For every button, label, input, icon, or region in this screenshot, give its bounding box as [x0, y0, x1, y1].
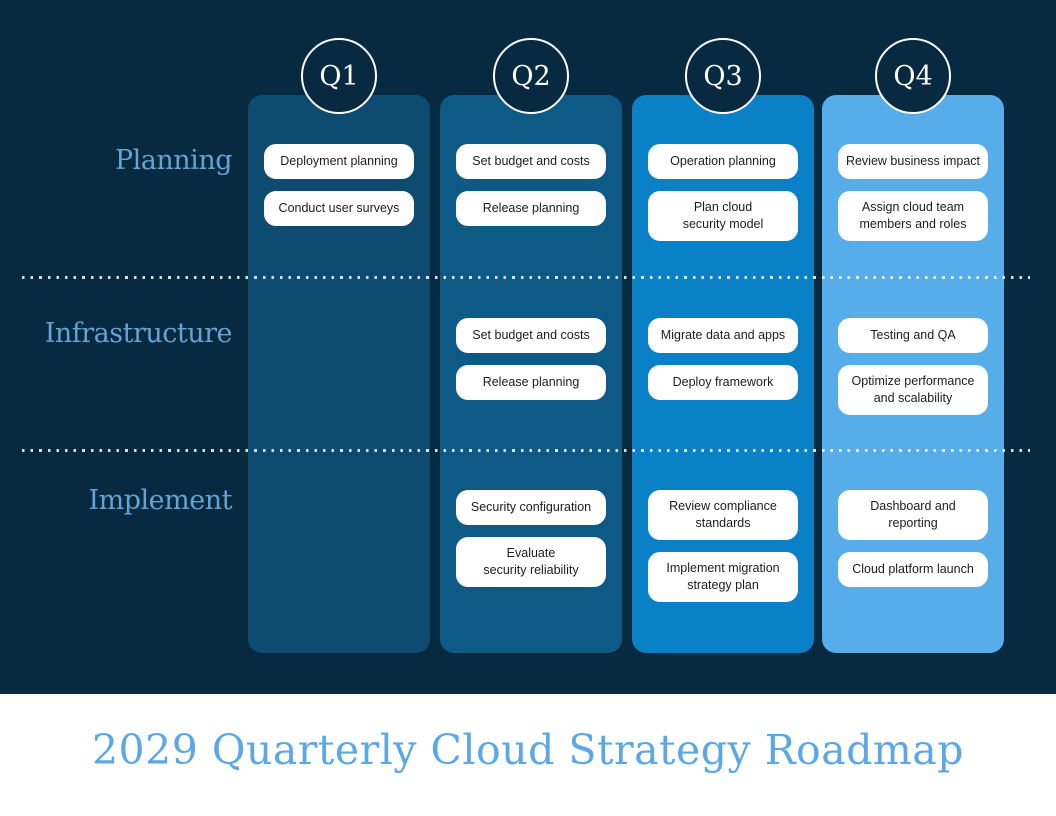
task-pill: Review business impact: [838, 144, 988, 179]
task-pill: Deploy framework: [648, 365, 798, 400]
footer-band: 2029 Quarterly Cloud Strategy Roadmap: [0, 694, 1056, 816]
page-title: 2029 Quarterly Cloud Strategy Roadmap: [91, 726, 965, 774]
task-pill: Plan cloud security model: [648, 191, 798, 241]
quarter-badge-label: Q4: [893, 60, 933, 92]
task-pill: Set budget and costs: [456, 318, 606, 353]
task-group-q4-infrastructure: Testing and QA Optimize performance and s…: [822, 318, 1004, 415]
task-pill: Evaluate security reliability: [456, 537, 606, 587]
task-pill: Testing and QA: [838, 318, 988, 353]
quarter-badge-q4: Q4: [875, 38, 951, 114]
task-pill: Set budget and costs: [456, 144, 606, 179]
task-pill: Release planning: [456, 191, 606, 226]
task-pill: Release planning: [456, 365, 606, 400]
quarter-badge-label: Q2: [511, 60, 551, 92]
task-pill: Review compliance standards: [648, 490, 798, 540]
task-pill: Cloud platform launch: [838, 551, 988, 587]
quarter-badge-q1: Q1: [301, 38, 377, 114]
dotted-separator-bottom: [22, 449, 1030, 452]
task-pill: Migrate data and apps: [648, 318, 798, 353]
row-label-planning: Planning: [115, 145, 233, 176]
row-label-implement: Implement: [88, 485, 233, 516]
task-pill: Implement migration strategy plan: [648, 551, 798, 602]
quarter-badge-label: Q3: [703, 60, 743, 92]
task-pill: Assign cloud team members and roles: [838, 191, 988, 241]
task-pill: Security configuration: [456, 490, 606, 525]
quarter-badge-label: Q1: [319, 60, 359, 92]
task-pill: Optimize performance and scalability: [838, 365, 988, 415]
dotted-separator-top: [22, 276, 1030, 279]
task-pill: Deployment planning: [264, 144, 414, 179]
task-pill: Operation planning: [648, 144, 798, 179]
task-pill: Conduct user surveys: [264, 191, 414, 226]
quarter-badge-q3: Q3: [685, 38, 761, 114]
task-pill: Dashboard and reporting: [838, 490, 988, 540]
quarter-badge-q2: Q2: [493, 38, 569, 114]
row-label-infrastructure: Infrastructure: [44, 318, 233, 349]
